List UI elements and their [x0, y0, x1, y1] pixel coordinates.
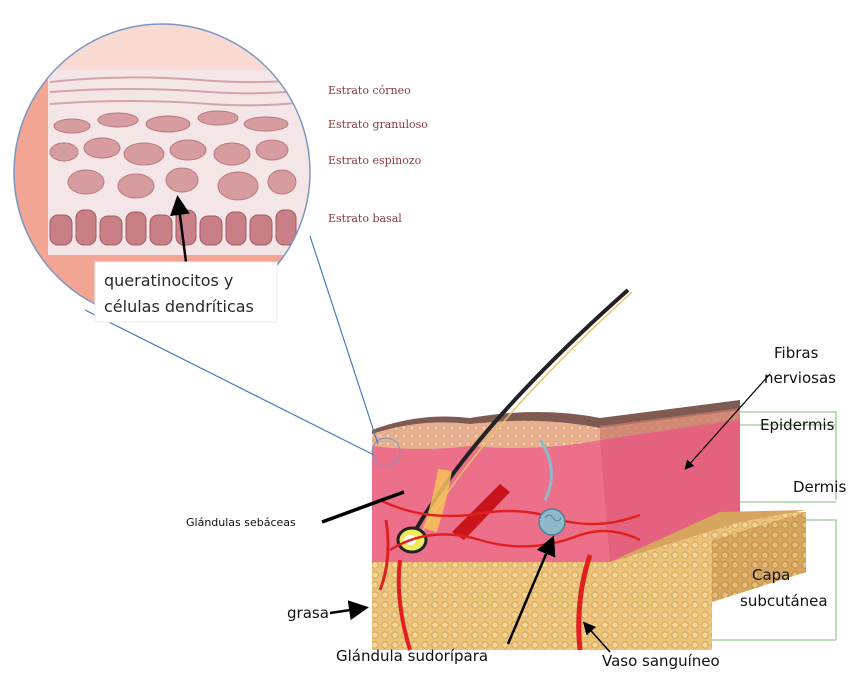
label-estrato-basal: Estrato basal — [328, 212, 402, 225]
label-sudoripara: Glándula sudorípara — [336, 647, 488, 665]
label-estrato-granuloso: Estrato granuloso — [328, 118, 428, 131]
label-capa: Capa — [752, 566, 790, 584]
label-vaso: Vaso sanguíneo — [602, 652, 720, 670]
label-sebaceas: Glándulas sebáceas — [186, 516, 296, 529]
label-epidermis: Epidermis — [760, 416, 835, 434]
label-subcutanea: subcutánea — [740, 592, 828, 610]
callout-line-2: células dendríticas — [104, 297, 254, 316]
zoom-connector-bottom — [85, 310, 374, 455]
label-grasa: grasa — [287, 604, 329, 622]
label-estrato-espinozo: Estrato espinozo — [328, 154, 422, 167]
arrow-grasa — [330, 608, 364, 613]
label-nerviosas: nerviosas — [764, 369, 836, 387]
sweat-gland — [539, 509, 565, 535]
label-dermis: Dermis — [793, 478, 846, 496]
callout-box: queratinocitos y células dendríticas — [95, 262, 277, 322]
label-fibras: Fibras — [774, 344, 819, 362]
zoom-connector-top — [310, 236, 378, 444]
label-estrato-corneo: Estrato córneo — [328, 84, 411, 97]
callout-line-1: queratinocitos y — [104, 271, 233, 290]
